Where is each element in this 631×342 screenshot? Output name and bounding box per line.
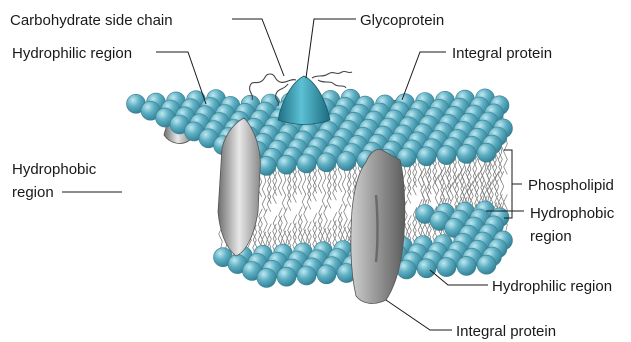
phospholipid-head-bottom xyxy=(477,255,496,274)
top-tail-a xyxy=(322,170,326,208)
label-hydrophilic-region-top: Hydrophilic region xyxy=(12,45,132,62)
carbohydrate-chain-right xyxy=(312,71,352,78)
bottom-tail-b xyxy=(344,204,348,242)
label-glycoprotein: Glycoprotein xyxy=(360,12,444,29)
top-tail-b xyxy=(347,169,351,207)
bottom-tail-b xyxy=(500,171,504,209)
top-tail-b xyxy=(327,170,331,208)
phospholipid-head-top xyxy=(337,152,356,171)
label-hydrophobic-right-1: Hydrophobic xyxy=(530,205,615,222)
bottom-tail-b xyxy=(264,209,268,247)
leader-glycoprotein xyxy=(306,19,356,78)
phospholipid-head-top xyxy=(277,155,296,174)
label-phospholipid: Phospholipid xyxy=(528,177,614,194)
phospholipid-head-bottom xyxy=(437,258,456,277)
phospholipid-head-top xyxy=(297,154,316,173)
leader-integral-bottom xyxy=(386,300,452,330)
phospholipid-head-bottom xyxy=(317,265,336,284)
top-tail-b xyxy=(307,172,311,210)
bottom-tail-b xyxy=(324,205,328,243)
phospholipid-head-top xyxy=(477,143,496,162)
top-tail-a xyxy=(342,169,346,207)
phospholipid-head-bottom xyxy=(417,259,436,278)
top-tail-a xyxy=(262,174,266,212)
top-tail-b xyxy=(287,173,291,211)
phospholipid-head-top xyxy=(457,144,476,163)
label-integral-protein-bottom: Integral protein xyxy=(456,323,556,340)
bottom-tail-b xyxy=(304,206,308,244)
label-hydrophobic-left-2: region xyxy=(12,184,54,201)
phospholipid-head-top xyxy=(317,153,336,172)
label-hydrophobic-right-2: region xyxy=(530,228,572,245)
leader-carbohydrate xyxy=(232,19,284,76)
label-carbohydrate-side-chain: Carbohydrate side chain xyxy=(10,12,173,29)
top-tail-b xyxy=(267,174,271,212)
top-tail-a xyxy=(442,163,446,201)
glycoprotein-shape xyxy=(278,76,330,125)
top-tail-b xyxy=(427,164,431,202)
top-tail-b xyxy=(407,166,411,204)
phospholipid-head-bottom xyxy=(457,256,476,275)
label-hydrophilic-region-bottom: Hydrophilic region xyxy=(492,278,612,295)
label-hydrophobic-left-1: Hydrophobic xyxy=(12,161,97,178)
phospholipid-head-top xyxy=(437,146,456,165)
phospholipid-head-bottom xyxy=(277,267,296,286)
label-integral-protein-top: Integral protein xyxy=(452,45,552,62)
carbohydrate-chain-right-2 xyxy=(318,80,346,88)
top-tail-b xyxy=(447,163,451,201)
phospholipid-head-top xyxy=(417,147,436,166)
bottom-tail-b xyxy=(284,208,288,246)
phospholipid-bracket xyxy=(504,150,512,218)
top-tail-a xyxy=(302,172,306,210)
phospholipid-head-bottom xyxy=(257,268,276,287)
top-tail-a xyxy=(422,164,426,202)
phospholipid-head-bottom xyxy=(297,266,316,285)
top-tail-a xyxy=(282,173,286,211)
